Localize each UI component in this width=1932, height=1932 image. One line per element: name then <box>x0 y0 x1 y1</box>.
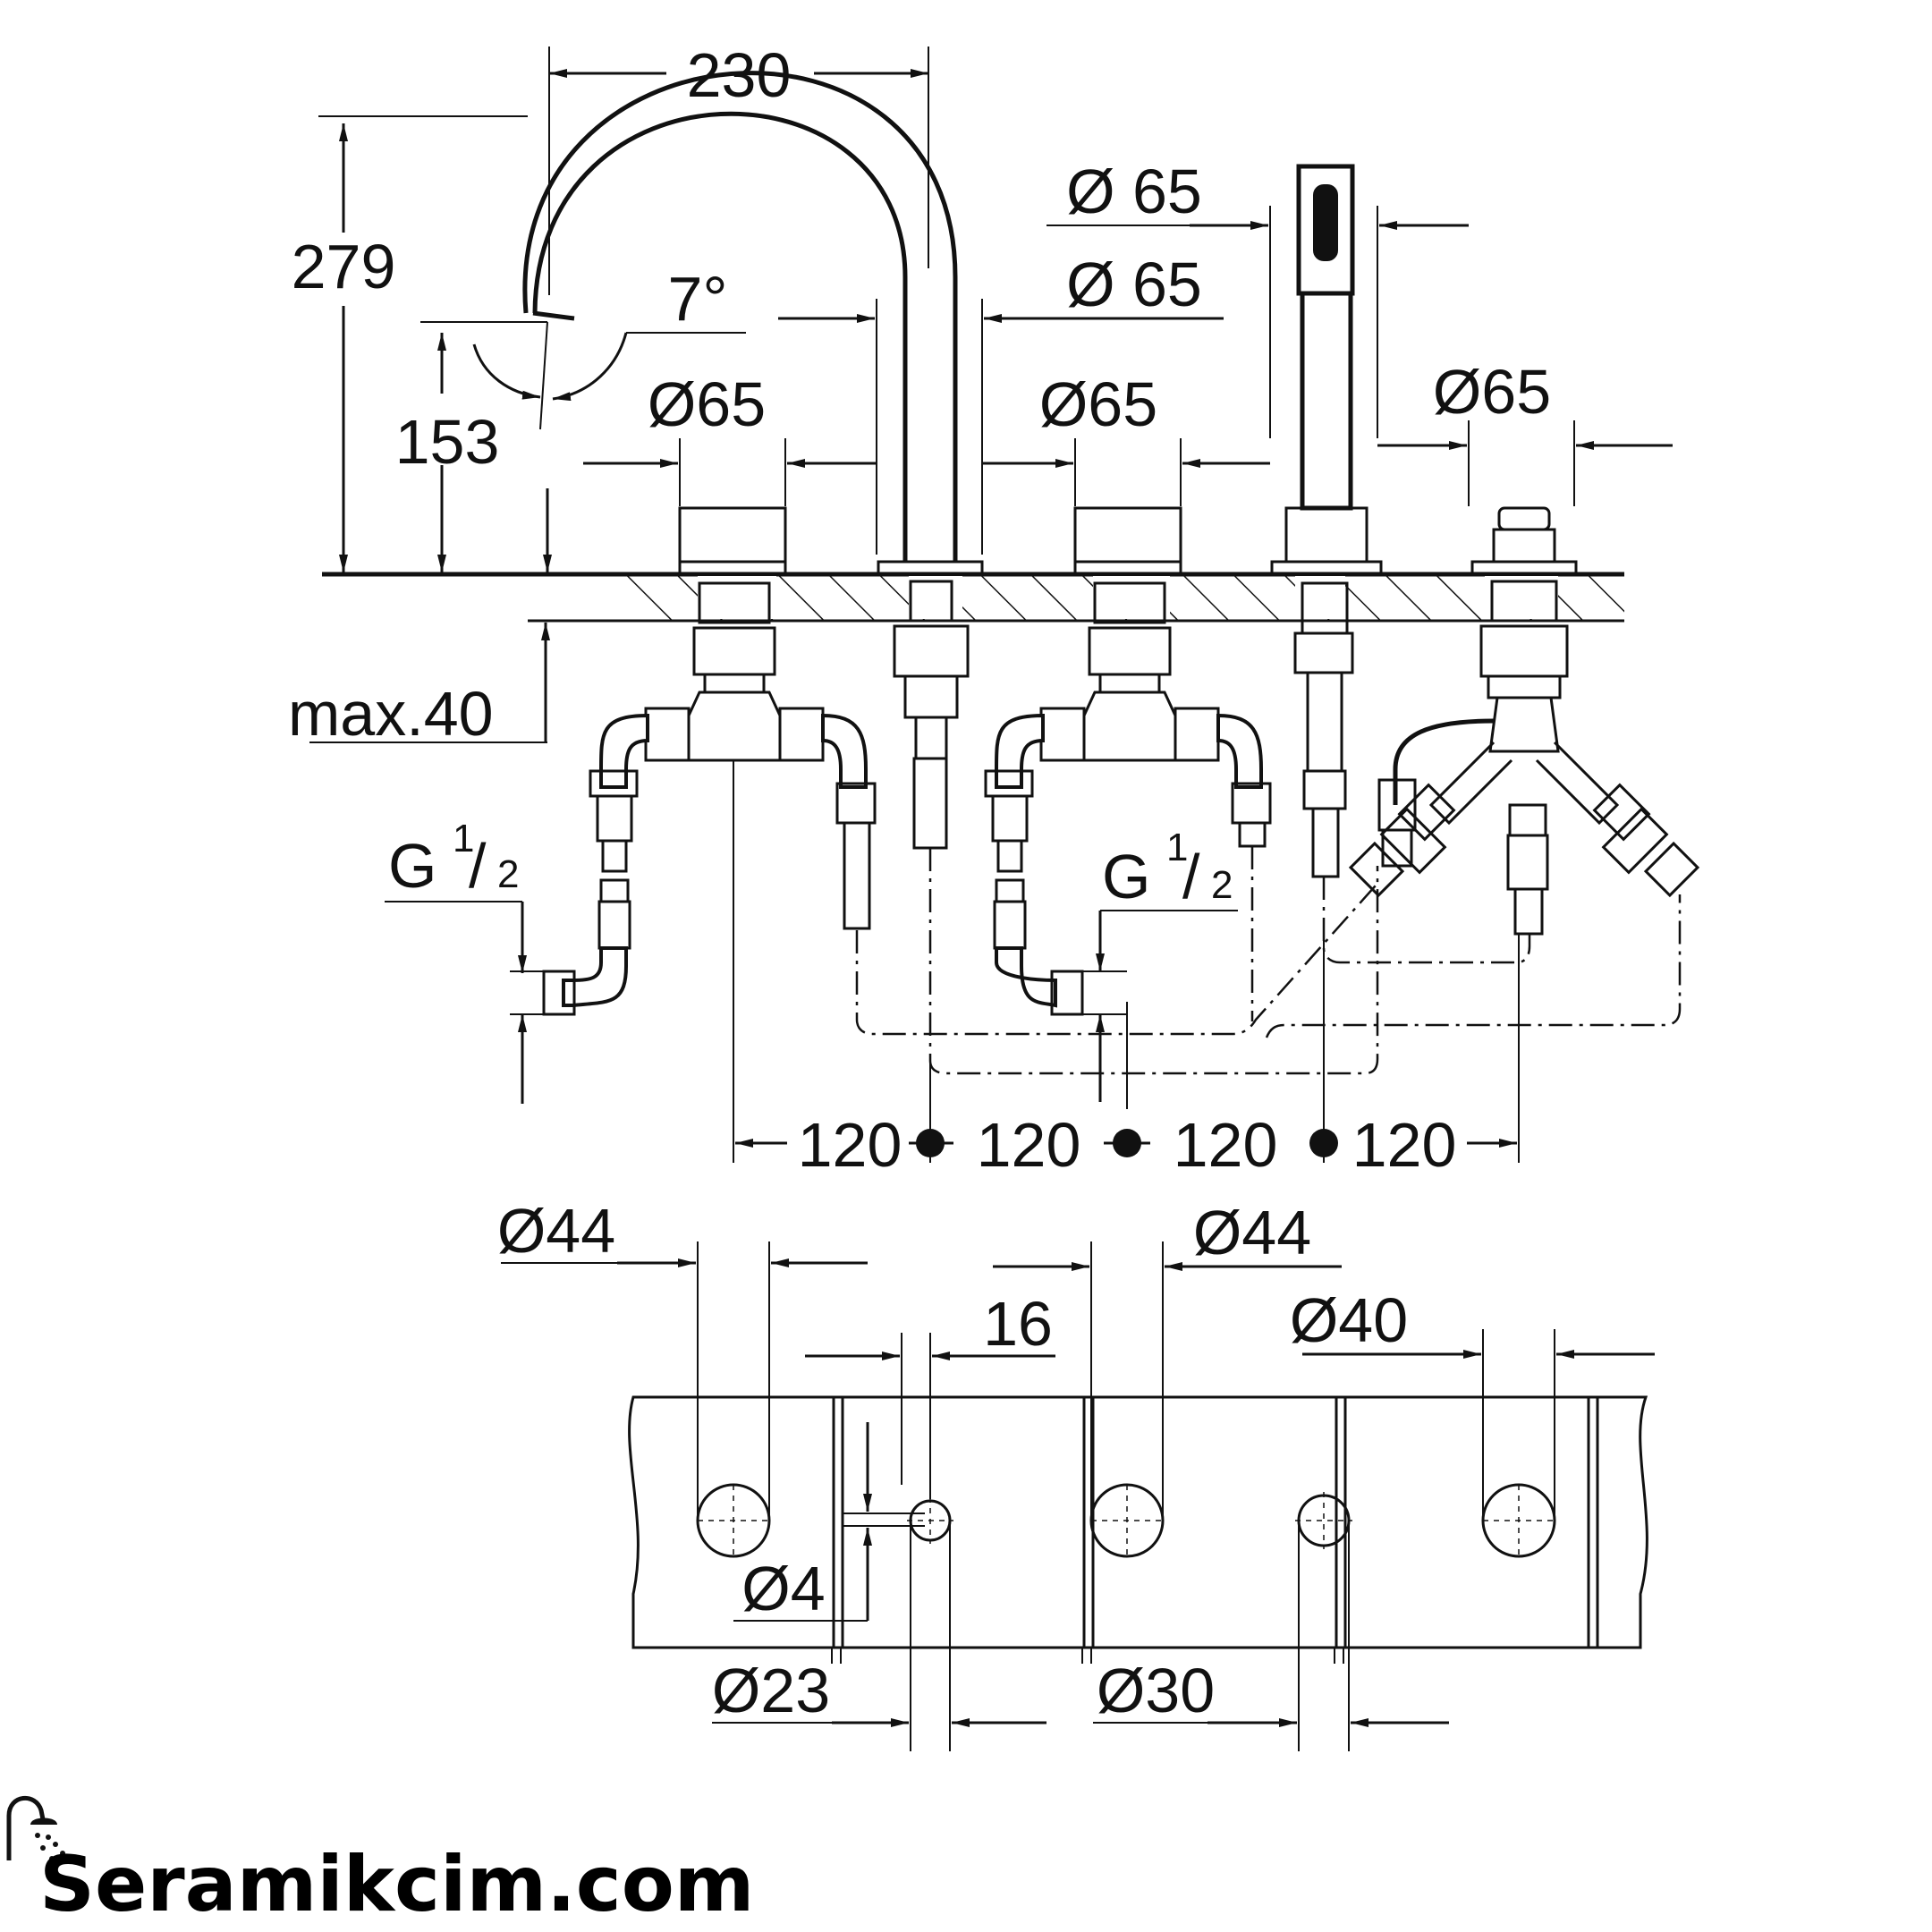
spout <box>522 71 984 850</box>
thread-label-right: G 1 / 2 <box>1102 826 1233 911</box>
shower-icon <box>6 1795 78 1863</box>
top-view: Ø44 Ø44 16 Ø40 Ø4 Ø23 <box>497 1196 1655 1751</box>
side-dimensions: 230 279 153 7° Ø 65 <box>288 40 1673 1180</box>
svg-text:2: 2 <box>497 852 519 896</box>
svg-text:/: / <box>1182 842 1200 911</box>
hand-shower <box>1270 164 1383 878</box>
svg-text:G: G <box>388 831 436 901</box>
left-valve-body <box>542 691 877 1016</box>
dim-120-3: 120 <box>1174 1110 1278 1180</box>
dim-max-40: max.40 <box>288 679 494 749</box>
dim-dia-44-right: Ø44 <box>1193 1198 1311 1267</box>
dim-dia-23: Ø23 <box>712 1656 830 1725</box>
hole-shower <box>1295 1492 1352 1549</box>
diverter-left-branch <box>1348 741 1513 898</box>
dim-dia-65-diverter: Ø65 <box>1433 357 1551 427</box>
hose-routes <box>855 846 1682 1075</box>
dim-120-4: 120 <box>1352 1110 1457 1180</box>
diverter <box>1348 506 1700 936</box>
dim-230: 230 <box>687 40 792 110</box>
svg-text:2: 2 <box>1211 863 1233 907</box>
dim-dia-30: Ø30 <box>1097 1656 1215 1725</box>
dim-153: 153 <box>395 407 500 477</box>
thread-label-left: G 1 / 2 <box>388 817 519 901</box>
brand-logo: Seramikcim.com <box>6 1795 754 1929</box>
dim-16: 16 <box>983 1289 1053 1359</box>
left-handle <box>678 506 787 694</box>
dim-dia-65-right-handle: Ø65 <box>1039 369 1157 439</box>
right-valve-body <box>984 691 1272 1016</box>
hole-right-handle <box>1089 1483 1165 1558</box>
hole-left-handle <box>696 1483 771 1558</box>
svg-text:1: 1 <box>1166 826 1188 869</box>
dim-120-2: 120 <box>977 1110 1081 1180</box>
dim-279: 279 <box>292 232 396 301</box>
svg-text:/: / <box>469 831 487 901</box>
deck-section <box>322 572 1624 623</box>
dim-120-1: 120 <box>798 1110 902 1180</box>
dim-dia-65-shower: Ø 65 <box>1066 157 1202 226</box>
dim-dia-44-left: Ø44 <box>497 1196 615 1266</box>
side-view: 230 279 153 7° Ø 65 <box>288 40 1700 1180</box>
dim-dia-4: Ø4 <box>741 1554 825 1623</box>
diverter-right-branch <box>1535 741 1700 898</box>
right-handle <box>1073 506 1182 694</box>
dim-dia-65-spout: Ø 65 <box>1066 250 1202 319</box>
hole-diverter <box>1481 1483 1556 1558</box>
svg-text:G: G <box>1102 842 1150 911</box>
brand-text: Seramikcim.com <box>39 1840 754 1929</box>
hole-spout <box>907 1497 953 1544</box>
dim-dia-65-left-handle: Ø65 <box>648 369 766 439</box>
dim-dia-40: Ø40 <box>1290 1285 1408 1355</box>
dim-angle: 7° <box>668 264 728 334</box>
svg-text:1: 1 <box>453 817 474 860</box>
